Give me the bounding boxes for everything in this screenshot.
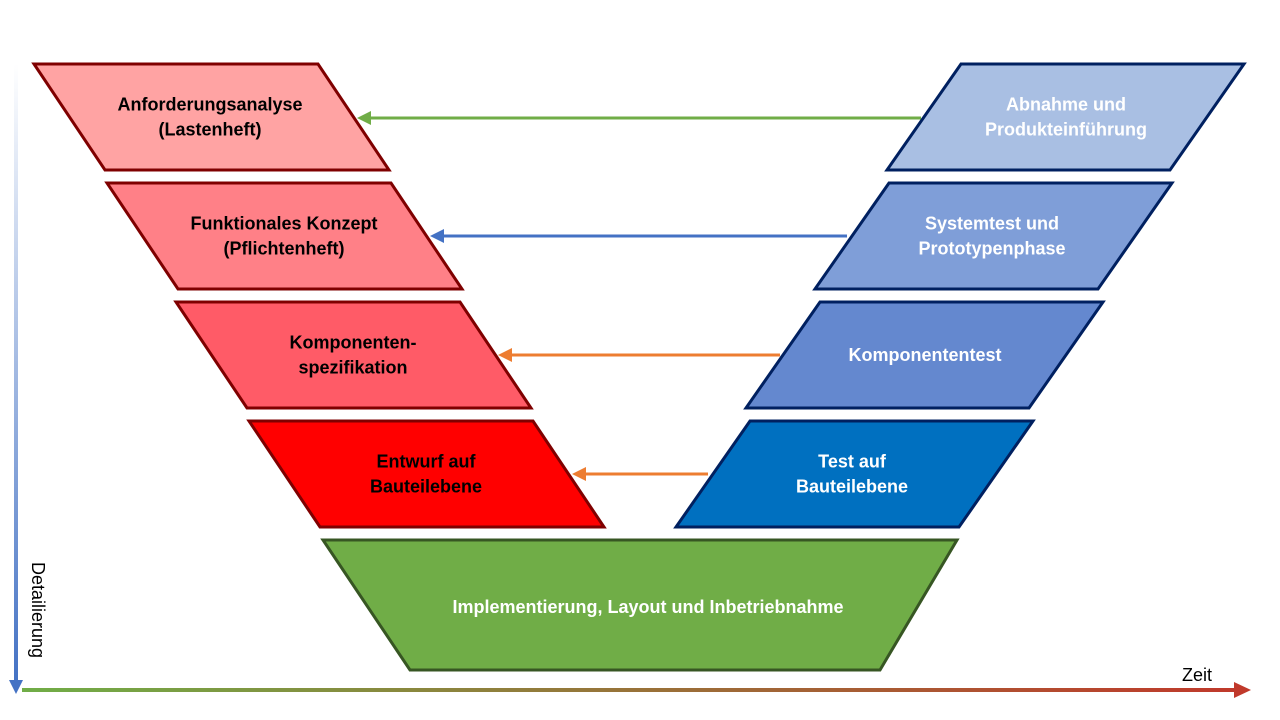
right-phase-2-label-line-2: Prototypenphase: [918, 239, 1065, 259]
arrows: [357, 111, 921, 481]
left-phase-3-shape: [173, 300, 534, 410]
right-phase-2-label-line-1: Systemtest und: [925, 214, 1059, 234]
right-phase-2-shape: [812, 181, 1175, 291]
left-phase-1-label-line-2: (Lastenheft): [159, 120, 262, 140]
x-axis-label: Zeit: [1182, 665, 1212, 685]
y-axis: [9, 64, 23, 694]
y-axis-label: Detailierung: [28, 562, 48, 658]
right-phase-1-shape: [884, 62, 1247, 172]
left-phase-2-label-line-1: Funktionales Konzept: [190, 214, 377, 234]
left-phases: Anforderungsanalyse (Lastenheft) Funktiona…: [31, 62, 607, 529]
bottom-phase: Implementierung, Layout und Inbetriebnah…: [320, 538, 960, 672]
left-phase-4-label-line-1: Entwurf auf: [377, 452, 477, 472]
left-phase-4-shape: [246, 419, 607, 529]
arrow-1-head: [357, 111, 371, 125]
left-phase-2-label-line-2: (Pflichtenheft): [224, 239, 345, 259]
right-phase-3-label-line-1: Komponententest: [849, 345, 1002, 365]
left-phase-1-label-line-1: Anforderungsanalyse: [117, 95, 302, 115]
left-phase-4-label-line-2: Bauteilebene: [370, 477, 482, 497]
left-phase-3-label-line-1: Komponenten-: [290, 333, 417, 353]
right-phase-1-label-line-2: Produkteinführung: [985, 120, 1147, 140]
right-phase-4-label-line-1: Test auf: [818, 452, 887, 472]
x-axis: [22, 682, 1251, 698]
arrow-3-head: [498, 348, 512, 362]
bottom-phase-label: Implementierung, Layout und Inbetriebnah…: [452, 597, 843, 617]
arrow-2-head: [430, 229, 444, 243]
left-phase-3-label-line-2: spezifikation: [298, 358, 407, 378]
left-phase-1-shape: [31, 62, 392, 172]
right-phase-4-shape: [673, 419, 1036, 529]
right-phase-1-label-line-1: Abnahme und: [1006, 95, 1126, 115]
left-phase-2-shape: [104, 181, 465, 291]
arrow-4-head: [572, 467, 586, 481]
right-phase-3-shape: [743, 300, 1106, 410]
bottom-phase-shape: [320, 538, 960, 672]
right-phase-4-label-line-2: Bauteilebene: [796, 477, 908, 497]
